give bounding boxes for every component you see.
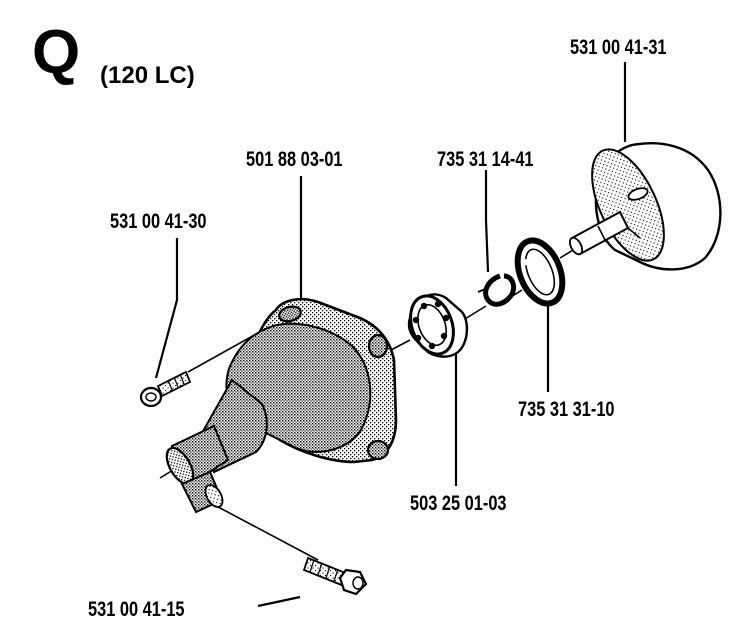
part-label-bearing: 503 25 01-03 (410, 492, 507, 515)
part-label-screw-upper: 531 00 41-30 (110, 210, 207, 233)
part-label-clutch-drum: 531 00 41-31 (570, 36, 667, 59)
leader-snap-ring (484, 170, 490, 273)
leader-screw-upper (154, 238, 179, 379)
section-letter: Q (32, 18, 81, 87)
screw-upper-drawing (139, 370, 192, 408)
screw-lower-drawing (302, 556, 368, 596)
snap-ring-drawing (477, 273, 517, 307)
bearing-drawing (407, 293, 469, 358)
washer-drawing (514, 237, 566, 307)
part-label-screw-lower: 531 00 41-15 (88, 598, 185, 621)
clutch-cover-drawing (165, 297, 398, 514)
leader-screw-lower (257, 595, 301, 608)
clutch-drum-drawing (568, 142, 722, 271)
leader-lines (154, 62, 627, 608)
part-label-clutch-cover: 501 88 03-01 (246, 148, 343, 171)
part-label-snap-ring: 735 31 14-41 (437, 148, 534, 171)
model-label: (120 LC) (100, 62, 195, 89)
part-label-washer: 735 31 31-10 (518, 398, 615, 421)
